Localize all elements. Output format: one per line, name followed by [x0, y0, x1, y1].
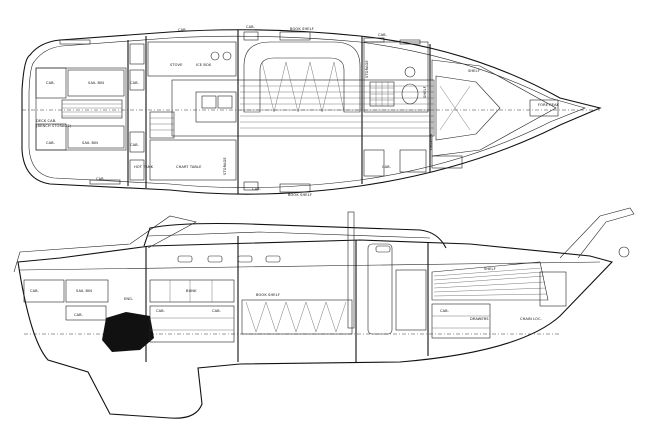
head-profile — [367, 243, 393, 335]
profile-hull — [17, 239, 614, 419]
plan-sheer-line — [28, 35, 586, 188]
label-stove: STOVE — [170, 63, 183, 67]
sail-bin-box-2 — [67, 125, 125, 149]
label-profile-drawers: DRAWERS — [470, 317, 489, 321]
label-cab-g: CAB. — [96, 177, 105, 181]
cabin-house-roof — [147, 231, 431, 239]
label-profile-chain-loc: CHAIN LOC. — [520, 317, 542, 321]
sheerline — [19, 261, 601, 271]
plan-view: CAB. CAB. BOOK SHELF CAB. CAB. CAB. CAB.… — [21, 25, 602, 197]
sink-box — [195, 91, 237, 123]
label-sail-bin: SAIL BIN — [88, 81, 104, 85]
label-cab-c: CAB. — [130, 143, 139, 147]
label-shelf: SHELF — [423, 86, 427, 98]
profile-labels: CAB. SAIL BIN CAB. ENG. BUNK BOOK SHELF … — [30, 267, 542, 321]
sink-1 — [201, 95, 217, 109]
head-sink — [404, 66, 416, 78]
lower-cabinets-profile — [149, 305, 235, 343]
label-cab-a: CAB. — [46, 81, 55, 85]
label-deck-cab: DECK CAB. — [36, 119, 57, 123]
v-berth — [431, 59, 557, 157]
chart-table — [149, 139, 237, 181]
label-chart-table: CHART TABLE — [176, 165, 202, 169]
label-profile-eng: ENG. — [124, 297, 133, 301]
head-cabinet-profile — [395, 269, 427, 331]
label-profile-book-shelf: BOOK SHELF — [256, 293, 280, 297]
aft-locker-port — [35, 67, 67, 99]
aft-grating — [61, 99, 123, 119]
settee-cushion-zigzag — [261, 61, 345, 113]
label-hot-tank: HOT TANK — [134, 165, 154, 169]
label-sail-bin-2: SAIL BIN — [82, 141, 98, 145]
stern-rail — [13, 215, 197, 273]
head-compartment — [363, 41, 429, 113]
engine — [102, 312, 154, 352]
stove-burner-1 — [210, 51, 220, 61]
label-cab-f: CAB. — [382, 165, 391, 169]
label-book-shelf-top: BOOK SHELF — [290, 27, 314, 31]
label-cab-d: CAB. — [46, 141, 55, 145]
label-storage: STORAGE — [223, 157, 227, 175]
label-profile-cab-a: CAB. — [74, 313, 83, 317]
cabin-sole — [171, 79, 435, 137]
profile-view: CAB. SAIL BIN CAB. ENG. BUNK BOOK SHELF … — [13, 207, 635, 419]
v-berth-profile — [431, 261, 549, 301]
saloon-berth-profile — [241, 299, 353, 335]
bow-pulpit — [559, 207, 635, 259]
v-berth-planks — [433, 267, 548, 297]
saloon-settee — [243, 41, 361, 113]
label-profile-shelf: SHELF — [484, 267, 496, 271]
label-bench-storage: (BENCH STORAGE) — [36, 124, 72, 128]
aft-cockpit — [35, 67, 127, 151]
label-book-shelf-bottom: BOOK SHELF — [288, 193, 312, 197]
label-profile-cab-d: CAB. — [440, 309, 449, 313]
toilet — [401, 83, 419, 105]
mast — [347, 211, 355, 329]
chain-locker — [539, 271, 567, 307]
v-berth-inner — [435, 75, 501, 141]
label-shelf-2: SHELF — [468, 69, 480, 73]
label-fore-peak: FORE PEAK — [538, 103, 560, 107]
anchor-roller — [618, 246, 630, 258]
label-cabin-top-b: CAB. — [246, 25, 255, 29]
label-cab-b: CAB. — [130, 81, 139, 85]
label-cab-bow-top: CAB. — [378, 33, 387, 37]
label-profile-aft-cab: CAB. — [30, 289, 39, 293]
aft-locker-stbd — [35, 123, 67, 151]
galley-cabinets-profile — [149, 279, 235, 303]
label-profile-bunk: BUNK — [186, 289, 197, 293]
plan-labels: CAB. CAB. BOOK SHELF CAB. CAB. CAB. CAB.… — [36, 25, 560, 197]
sink-2 — [217, 95, 233, 109]
label-ice-box: ICE BOX — [196, 63, 212, 67]
plan-cabinets — [59, 31, 463, 193]
label-profile-cab-c: CAB. — [212, 309, 221, 313]
portlights — [177, 245, 391, 263]
label-storage-2: STORAGE — [365, 60, 369, 78]
label-cabin-top-a: CAB. — [178, 28, 187, 32]
companion-steps — [149, 111, 175, 139]
stove-burner-2 — [222, 51, 232, 61]
cabin-house — [143, 222, 447, 249]
sail-bin-box — [67, 69, 125, 97]
plan-hull-outline — [21, 29, 602, 195]
label-profile-cab-b: CAB. — [156, 309, 165, 313]
fore-peak-box — [529, 99, 559, 117]
galley-counter — [147, 41, 237, 77]
label-drawer: DRAWER — [429, 133, 433, 150]
label-cab-e: CAB. — [252, 187, 261, 191]
drawers-profile — [431, 303, 491, 339]
label-profile-sail-bin: SAIL BIN — [76, 289, 92, 293]
